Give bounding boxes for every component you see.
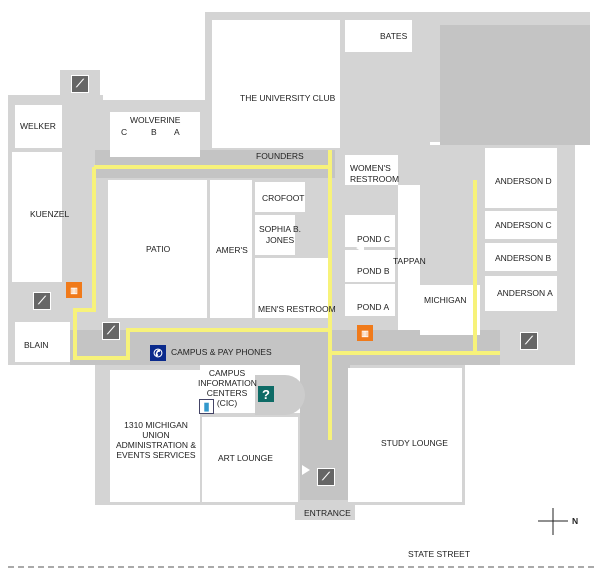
area-founders: FOUNDERS [256, 151, 304, 161]
room-pond-b: POND B [357, 266, 390, 276]
compass-north-label: N [572, 516, 579, 526]
room-wolverine: WOLVERINE [130, 115, 181, 125]
door-arrows [119, 132, 498, 475]
room-anderson-d: ANDERSON D [495, 176, 552, 186]
stairs-icon[interactable]: ⟋ [33, 292, 51, 310]
room-pond-a: POND A [357, 302, 390, 312]
room-amers: AMER'S [216, 245, 248, 255]
room-kuenzel: KUENZEL [30, 209, 70, 219]
elevator-icon[interactable]: ▥ [66, 282, 82, 298]
cic-icon[interactable]: ▮ [199, 399, 214, 414]
room-study-lounge: STUDY LOUNGE [381, 438, 448, 448]
room-wolverine-b: B [151, 127, 157, 137]
street-label: STATE STREET [408, 549, 471, 559]
room-pond-c: POND C [357, 234, 391, 244]
room-blain: BLAIN [24, 340, 49, 350]
room-welker: WELKER [20, 121, 56, 131]
room-sophia-jones: SOPHIA B. JONES [258, 224, 302, 245]
room-art-lounge: ART LOUNGE [218, 453, 273, 463]
phone-icon[interactable]: ✆ [150, 345, 166, 361]
room-admin: 1310 MICHIGAN UNION ADMINISTRATION & EVE… [115, 420, 197, 460]
cic-label: CAMPUS INFORMATION CENTERS (CIC) [198, 368, 257, 408]
room-anderson-b: ANDERSON B [495, 253, 552, 263]
room-anderson-c: ANDERSON C [495, 220, 552, 230]
accessible-route [73, 150, 500, 440]
room-anderson-a: ANDERSON A [497, 288, 553, 298]
elevator-icon[interactable]: ▥ [357, 325, 373, 341]
stairs-icon[interactable]: ⟋ [71, 75, 89, 93]
room-mens-restroom: MEN'S RESTROOM [258, 304, 336, 314]
room-patio: PATIO [146, 244, 171, 254]
entrance-label: ENTRANCE [304, 508, 351, 518]
info-icon[interactable]: ? [258, 386, 274, 402]
compass-icon [538, 508, 568, 535]
room-wolverine-a: A [174, 127, 180, 137]
stairs-icon[interactable]: ⟋ [102, 322, 120, 340]
room-crofoot: CROFOOT [262, 193, 305, 203]
room-tappan: TAPPAN [393, 256, 426, 266]
stairs-icon[interactable]: ⟋ [520, 332, 538, 350]
room-bates: BATES [380, 31, 408, 41]
phones-label: CAMPUS & PAY PHONES [171, 347, 272, 357]
room-university-club: THE UNIVERSITY CLUB [240, 93, 336, 103]
room-wolverine-c: C [121, 127, 128, 137]
room-womens-restroom: WOMEN'S RESTROOM [350, 163, 400, 184]
stairs-icon[interactable]: ⟋ [317, 468, 335, 486]
room-michigan: MICHIGAN [424, 295, 467, 305]
